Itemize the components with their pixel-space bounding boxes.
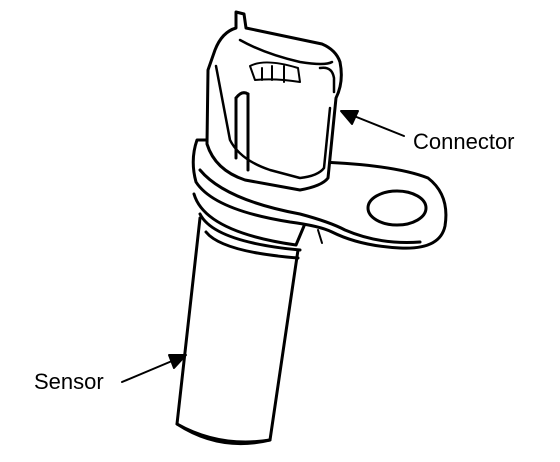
sensor-body xyxy=(175,216,300,446)
connector-leader xyxy=(340,110,405,137)
sensor-label: Sensor xyxy=(34,369,104,394)
connector xyxy=(205,10,343,192)
sensor-leader xyxy=(121,354,187,383)
connector-label: Connector xyxy=(413,129,515,154)
mounting-hole xyxy=(366,189,428,227)
sensor-collar xyxy=(192,192,306,260)
